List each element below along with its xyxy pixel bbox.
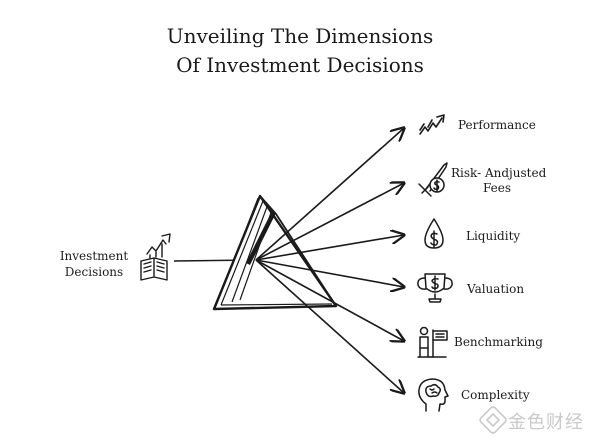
risk-label-line-1: Risk- Andjusted bbox=[451, 166, 547, 180]
dollar-drop-icon bbox=[424, 218, 444, 249]
dimension-label-liquidity: Liquidity bbox=[466, 229, 521, 243]
source-label-line-2: Decisions bbox=[64, 265, 124, 279]
watermark-text: 金色财经 bbox=[508, 412, 584, 433]
trophy-dollar-icon bbox=[417, 273, 453, 303]
watermark-logo-icon bbox=[479, 406, 507, 434]
ray-valuation bbox=[255, 259, 404, 287]
source-label-line-1: Investment bbox=[59, 249, 129, 263]
ray-risk-adjusted-fees bbox=[255, 183, 404, 261]
dimension-label-complexity: Complexity bbox=[461, 388, 530, 402]
ray-performance bbox=[255, 128, 404, 261]
title-line-2: Of Investment Decisions bbox=[176, 53, 424, 77]
source-label: Investment Decisions bbox=[52, 248, 136, 280]
dimension-label-benchmarking: Benchmarking bbox=[454, 335, 543, 349]
trend-line-icon bbox=[419, 114, 445, 135]
outgoing-rays bbox=[255, 128, 404, 393]
prism-icon bbox=[212, 194, 338, 311]
dimension-label-performance: Performance bbox=[458, 118, 536, 132]
dimension-label-valuation: Valuation bbox=[467, 282, 525, 296]
person-flag-icon bbox=[417, 326, 448, 358]
book-growth-icon bbox=[140, 233, 171, 281]
title-line-1: Unveiling The Dimensions bbox=[166, 24, 434, 48]
risk-label-line-2: Fees bbox=[482, 181, 512, 195]
ray-complexity bbox=[255, 259, 404, 393]
sword-coin-icon bbox=[418, 162, 448, 197]
dimension-label-risk-adjusted-fees: Risk- Andjusted Fees bbox=[451, 166, 547, 196]
head-brain-icon bbox=[418, 378, 449, 412]
ray-liquidity bbox=[255, 235, 404, 261]
ray-benchmarking bbox=[255, 259, 404, 341]
